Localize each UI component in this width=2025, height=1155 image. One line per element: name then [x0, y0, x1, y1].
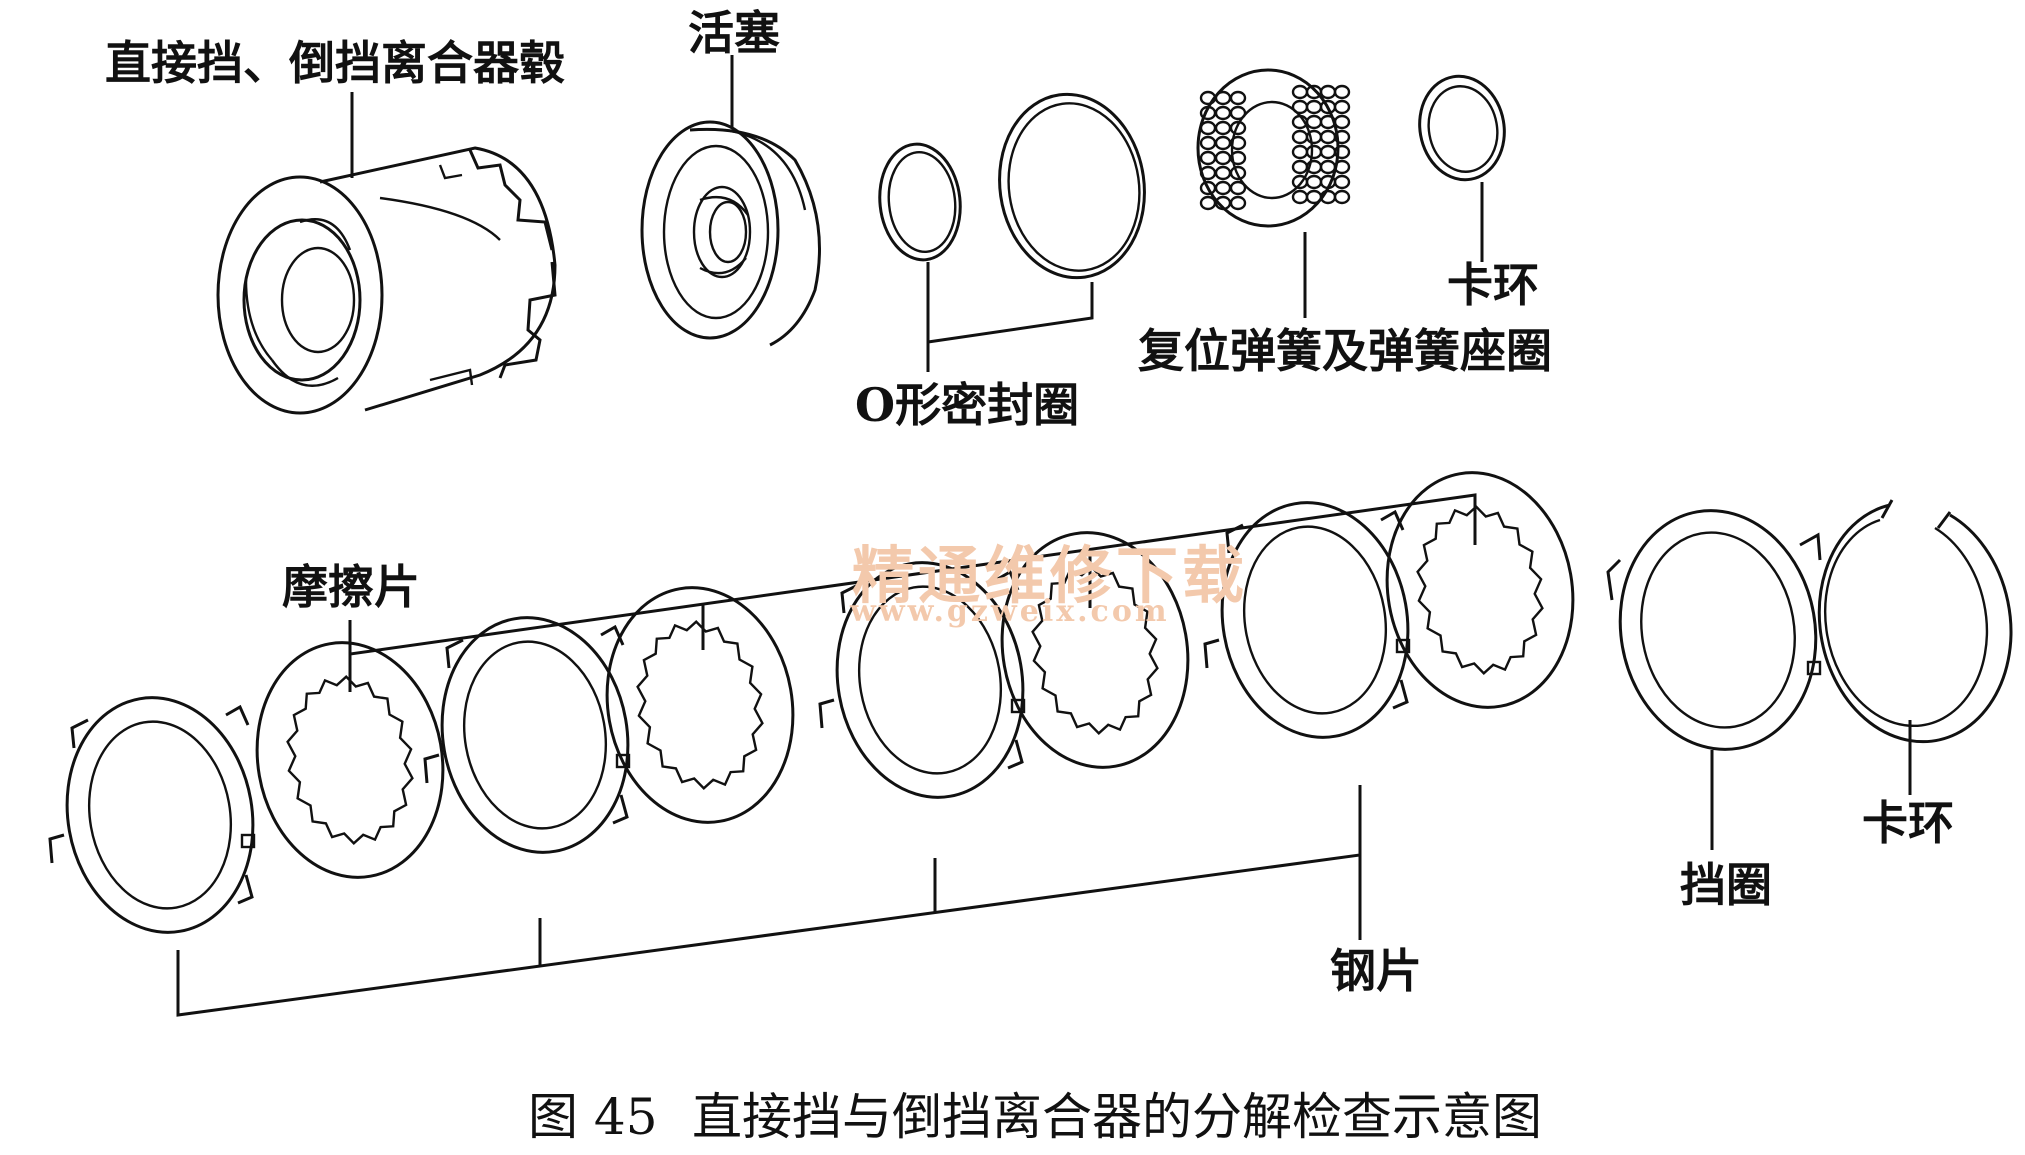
spring-coil: [1214, 90, 1232, 106]
figure-caption: 直接挡与倒挡离合器的分解检查示意图: [692, 1088, 1542, 1146]
retainer-plate-drawing: [1606, 509, 1822, 751]
spring-coil: [1199, 165, 1217, 181]
top-snapring-drawing: [1418, 74, 1506, 182]
clutch-hub-drawing: [216, 146, 557, 415]
figure-number: 图 45: [528, 1088, 658, 1146]
spring-coil: [1333, 159, 1351, 175]
friction-bracket-line: [348, 493, 1477, 692]
spring-coil: [1199, 195, 1217, 211]
piston-drawing: [640, 120, 821, 347]
spring-coil: [1305, 189, 1323, 205]
spring-coil: [1305, 129, 1323, 145]
watermark-cn: 精通维修下载: [852, 539, 1249, 612]
spring-coil: [1199, 135, 1217, 151]
spring-coil: [1291, 159, 1309, 175]
spring-coil: [1305, 144, 1323, 160]
large-oring-drawing: [998, 92, 1146, 280]
spring-coil: [1291, 84, 1309, 100]
label-oring: O形密封圈: [855, 378, 1080, 432]
spring-coil: [1291, 129, 1309, 145]
spring-coil: [1305, 174, 1323, 190]
spring-coil: [1333, 114, 1351, 130]
small-oring-drawing: [878, 142, 962, 262]
spring-coil: [1229, 90, 1247, 106]
label-snapring-top: 卡环: [1447, 258, 1539, 312]
spring-coil: [1229, 180, 1247, 196]
spring-coil: [1333, 189, 1351, 205]
label-piston: 活塞: [688, 6, 780, 60]
spring-coil: [1214, 135, 1232, 151]
label-clutch-hub: 直接挡、倒挡离合器毂: [105, 36, 565, 90]
spring-coil: [1291, 174, 1309, 190]
spring-coil: [1319, 129, 1337, 145]
spring-coil: [1305, 99, 1323, 115]
watermark-url: www.gzweix.com: [850, 594, 1170, 629]
label-steel-plate: 钢片: [1330, 944, 1422, 998]
friction-plate: [605, 586, 795, 824]
oring-bracket-line: [926, 262, 1094, 344]
spring-coil: [1229, 120, 1247, 136]
spring-coil: [1214, 165, 1232, 181]
label-snapring-bottom: 卡环: [1862, 796, 1954, 850]
spring-coil: [1214, 180, 1232, 196]
spring-coil: [1229, 150, 1247, 166]
spring-coil: [1214, 150, 1232, 166]
friction-plate: [1000, 531, 1190, 769]
spring-coil: [1319, 144, 1337, 160]
label-friction-plate: 摩擦片: [282, 560, 420, 614]
label-return-spring: 复位弹簧及弹簧座圈: [1138, 324, 1552, 378]
spring-coil: [1214, 105, 1232, 121]
steel-plate: [1203, 501, 1411, 739]
bottom-snapring-drawing: [1817, 499, 2013, 744]
spring-coil: [1333, 129, 1351, 145]
spring-coil: [1199, 120, 1217, 136]
spring-coil: [1333, 174, 1351, 190]
steel-plate: [818, 561, 1026, 799]
label-retainer: 挡圈: [1680, 858, 1772, 912]
spring-coil: [1333, 144, 1351, 160]
spring-coil: [1229, 165, 1247, 181]
spring-coil: [1333, 99, 1351, 115]
friction-plate: [255, 641, 445, 879]
steel-bracket-line: [176, 785, 1362, 1017]
spring-coil: [1229, 105, 1247, 121]
spring-coil: [1291, 99, 1309, 115]
spring-coil: [1229, 135, 1247, 151]
steel-plate: [423, 616, 631, 854]
spring-coil: [1214, 120, 1232, 136]
spring-coil: [1291, 189, 1309, 205]
clutch-pack-drawing: [48, 471, 1575, 934]
spring-coil: [1199, 150, 1217, 166]
spring-coil: [1291, 144, 1309, 160]
steel-plate: [48, 696, 256, 934]
spring-coil: [1305, 114, 1323, 130]
spring-coil: [1319, 159, 1337, 175]
return-spring-drawing: [1196, 68, 1351, 228]
spring-coil: [1333, 84, 1351, 100]
spring-coil: [1319, 84, 1337, 100]
spring-coil: [1229, 195, 1247, 211]
friction-plate: [1385, 471, 1575, 709]
